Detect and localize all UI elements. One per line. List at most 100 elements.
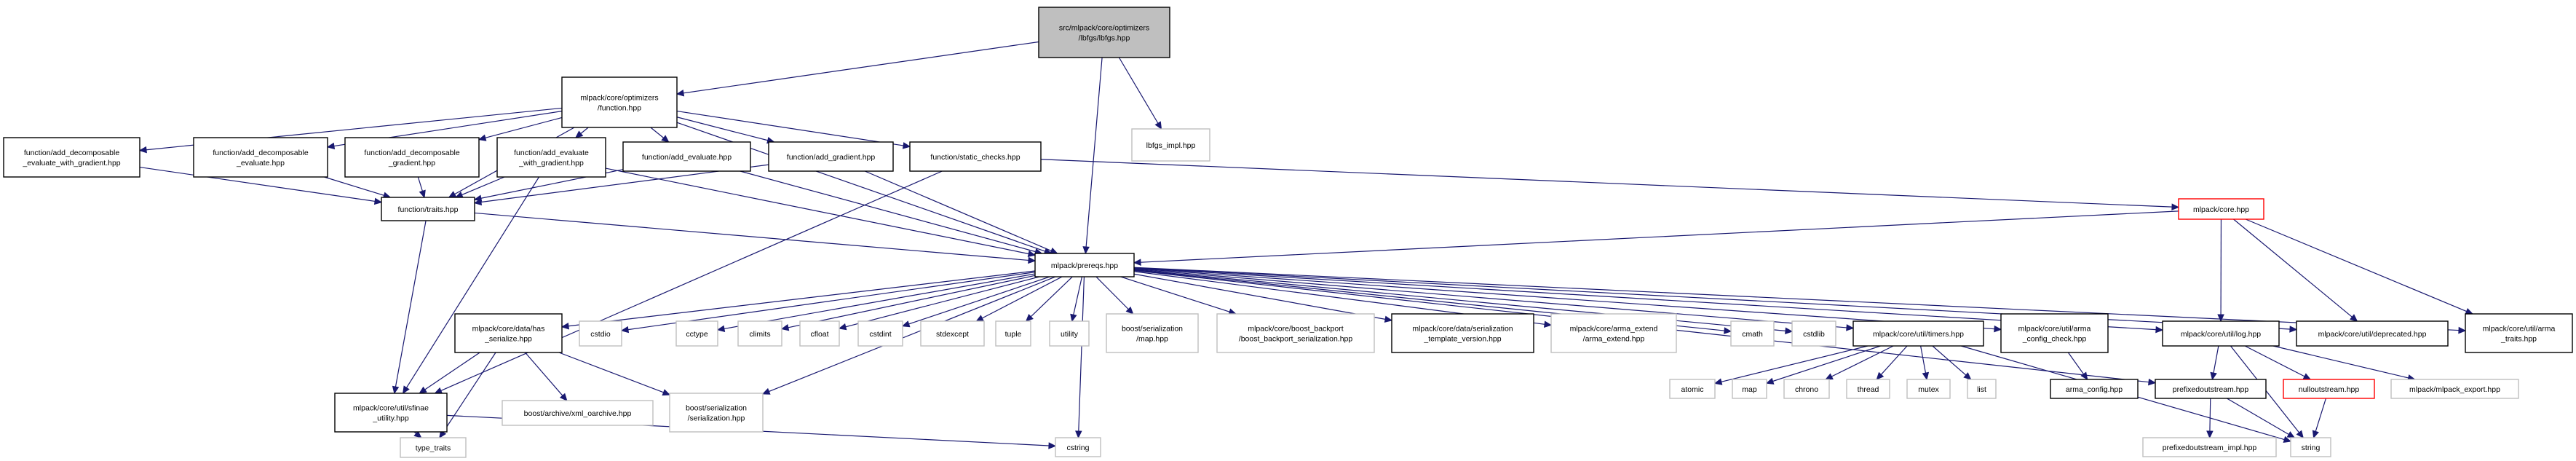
node-label: function/add_evaluate — [514, 149, 589, 157]
node-label: prefixedoutstream_impl.hpp — [2163, 444, 2257, 452]
edge-line — [1133, 268, 1847, 328]
node-prefixed[interactable]: prefixedoutstream.hpp — [2155, 379, 2267, 399]
node-mutex: mutex — [1906, 379, 1951, 399]
edge-line — [461, 176, 505, 196]
edge-has_serialize-to-type_traits — [439, 352, 496, 439]
arrowhead-icon — [716, 325, 726, 333]
edge-function-to-static_checks — [676, 110, 911, 149]
edge-line — [1133, 273, 1386, 320]
edge-add_dec_eval_grad-to-traits — [139, 166, 383, 205]
node-label: list — [1977, 385, 1986, 394]
node-nullout[interactable]: nulloutstream.hpp — [2283, 379, 2375, 399]
arrowhead-icon — [975, 315, 984, 322]
node-label: function/add_evaluate.hpp — [642, 153, 732, 162]
node-cfloat: cfloat — [799, 320, 840, 347]
arrowhead-icon — [403, 385, 410, 395]
arrowhead-icon — [138, 146, 147, 154]
edge-line — [769, 276, 1056, 393]
node-box — [2162, 320, 2280, 347]
node-label: mlpack/prereqs.hpp — [1051, 261, 1118, 270]
edge-line — [982, 276, 1063, 319]
node-arma-config[interactable]: arma_config.hpp — [2050, 379, 2139, 399]
node-box — [579, 320, 622, 347]
node-label: mlpack/core/util/log.hpp — [2181, 330, 2261, 339]
node-timers[interactable]: mlpack/core/util/timers.hpp — [1852, 320, 1984, 347]
node-climits: climits — [737, 320, 782, 347]
arrowhead-icon — [413, 430, 422, 438]
node-add-eval-grad[interactable]: function/add_evaluate_with_gradient.hpp — [496, 137, 606, 178]
node-backport: mlpack/core/boost_backport/boost_backpor… — [1216, 313, 1375, 353]
node-cstring: cstring — [1055, 437, 1101, 457]
edge-core-to-prereqs — [1133, 210, 2179, 266]
node-box — [920, 320, 985, 347]
arrowhead-icon — [473, 198, 483, 206]
node-has-serialize[interactable]: mlpack/core/data/has_serialize.hpp — [454, 313, 563, 353]
node-deprecated[interactable]: mlpack/core/util/deprecated.hpp — [2296, 320, 2449, 347]
node-label: cctype — [686, 330, 708, 339]
node-box — [1049, 320, 1090, 347]
node-box — [995, 320, 1031, 347]
node-box — [799, 320, 840, 347]
node-label: function/static_checks.hpp — [930, 153, 1020, 162]
edge-line — [676, 110, 904, 146]
node-add-dec-eval[interactable]: function/add_decomposable_evaluate.hpp — [193, 137, 328, 178]
node-add-grad[interactable]: function/add_gradient.hpp — [768, 141, 894, 172]
node-arma-cfg-check[interactable]: mlpack/core/util/arma_config_check.hpp — [2000, 313, 2109, 353]
node-function[interactable]: mlpack/core/optimizers/function.hpp — [561, 76, 678, 128]
edge-arma_cfg_check-to-arma_config — [2067, 352, 2088, 381]
node-box — [381, 197, 475, 221]
node-label: mlpack/core.hpp — [2193, 205, 2249, 214]
arrowhead-icon — [560, 322, 569, 330]
arrowhead-icon — [675, 90, 685, 97]
node-box — [193, 137, 328, 178]
node-traits[interactable]: function/traits.hpp — [381, 197, 475, 221]
arrowhead-icon — [2283, 436, 2292, 443]
node-box — [2142, 437, 2277, 457]
edge-log-to-prefixed — [2210, 345, 2219, 381]
node-label: mlpack/core/util/arma — [2018, 325, 2091, 334]
node-box — [1550, 313, 1677, 353]
node-label: function/add_gradient.hpp — [787, 153, 876, 162]
node-label: type_traits — [416, 444, 451, 453]
edge-static_checks-to-core — [1040, 159, 2180, 210]
arrowhead-icon — [1384, 315, 1393, 323]
arrowhead-icon — [434, 387, 443, 394]
node-xml-oarchive: boost/archive/xml_oarchive.hpp — [502, 400, 654, 426]
arrowhead-icon — [1963, 372, 1972, 380]
edge-timers-to-chrono — [1825, 345, 1894, 380]
node-atomic: atomic — [1669, 379, 1716, 399]
node-label: _serialize.hpp — [484, 335, 532, 344]
edge-line — [605, 168, 1029, 255]
node-label: cstring — [1067, 444, 1090, 452]
edge-line — [1133, 268, 1995, 330]
node-arma-traits[interactable]: mlpack/core/util/arma_traits.hpp — [2465, 313, 2573, 353]
arrowhead-icon — [1846, 324, 1855, 331]
arrowhead-icon — [2148, 378, 2157, 386]
node-lbfgs[interactable]: src/mlpack/core/optimizers/lbfgs/lbfgs.h… — [1038, 7, 1170, 58]
node-label: /boost_backport_serialization.hpp — [1239, 335, 1353, 344]
node-sfinae[interactable]: mlpack/core/util/sfinae_utility.hpp — [334, 393, 448, 433]
node-core[interactable]: mlpack/core.hpp — [2178, 198, 2264, 220]
node-label: mlpack/core/data/serialization — [1412, 325, 1513, 334]
edge-timers-to-atomic — [1713, 345, 1868, 385]
node-label: mutex — [1918, 385, 1939, 394]
edge-line — [1721, 345, 1868, 382]
node-add-dec-eval-grad[interactable]: function/add_decomposable_evaluate_with_… — [3, 137, 140, 178]
node-add-dec-grad[interactable]: function/add_decomposable_gradient.hpp — [344, 137, 480, 178]
node-box — [454, 313, 563, 353]
node-label: _utility.hpp — [372, 414, 409, 423]
arrowhead-icon — [326, 142, 336, 150]
node-ser-tmpl[interactable]: mlpack/core/data/serialization_template_… — [1391, 313, 1534, 353]
edge-line — [1120, 276, 1230, 312]
edge-function-to-add_eval_grad — [574, 127, 589, 138]
arrowhead-icon — [1922, 371, 1930, 381]
node-map: map — [1732, 379, 1767, 399]
node-add-eval[interactable]: function/add_evaluate.hpp — [622, 141, 751, 172]
node-log[interactable]: mlpack/core/util/log.hpp — [2162, 320, 2280, 347]
edge-prereqs-to-deprecated — [1133, 267, 2298, 333]
node-prereqs[interactable]: mlpack/prereqs.hpp — [1034, 253, 1135, 277]
edge-line — [865, 170, 1052, 252]
arrowhead-icon — [2080, 371, 2088, 381]
node-static-checks[interactable]: function/static_checks.hpp — [909, 141, 1042, 172]
arrowhead-icon — [1027, 250, 1037, 258]
